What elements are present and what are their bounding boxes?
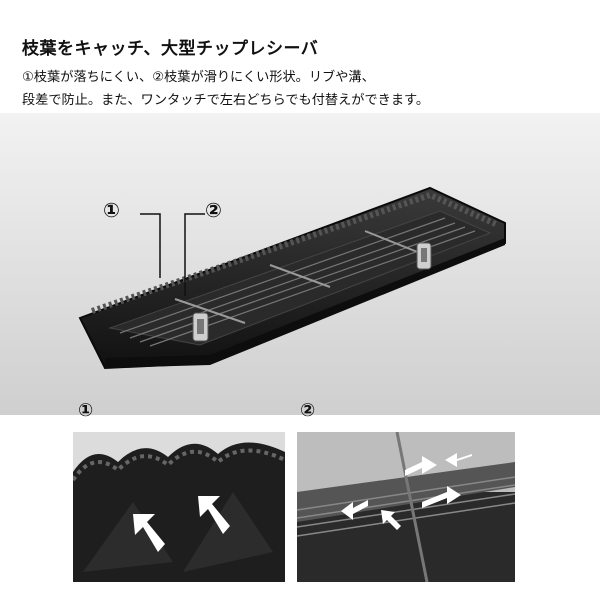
detail-image-grooves (297, 432, 515, 582)
arrow-icon (133, 496, 230, 552)
detail-image-ribs (73, 432, 285, 582)
chip-receiver-product-image (0, 113, 600, 415)
detail-label-2: ② (300, 400, 316, 421)
description-line-2: 段差で防止。また、ワンタッチで左右どちらでも付替えができます。 (22, 93, 430, 108)
callout-2: ② (205, 198, 222, 222)
description: ①枝葉が落ちにくい、②枝葉が滑りにくい形状。リブや溝、 段差で防止。また、ワンタ… (22, 66, 429, 112)
arrow-icon (341, 453, 472, 530)
detail-label-1: ① (78, 400, 94, 421)
callout-1: ① (103, 198, 120, 222)
description-line-1: ①枝葉が落ちにくい、②枝葉が滑りにくい形状。リブや溝、 (22, 70, 375, 85)
headline: 枝葉をキャッチ、大型チップレシーバ (22, 39, 319, 59)
